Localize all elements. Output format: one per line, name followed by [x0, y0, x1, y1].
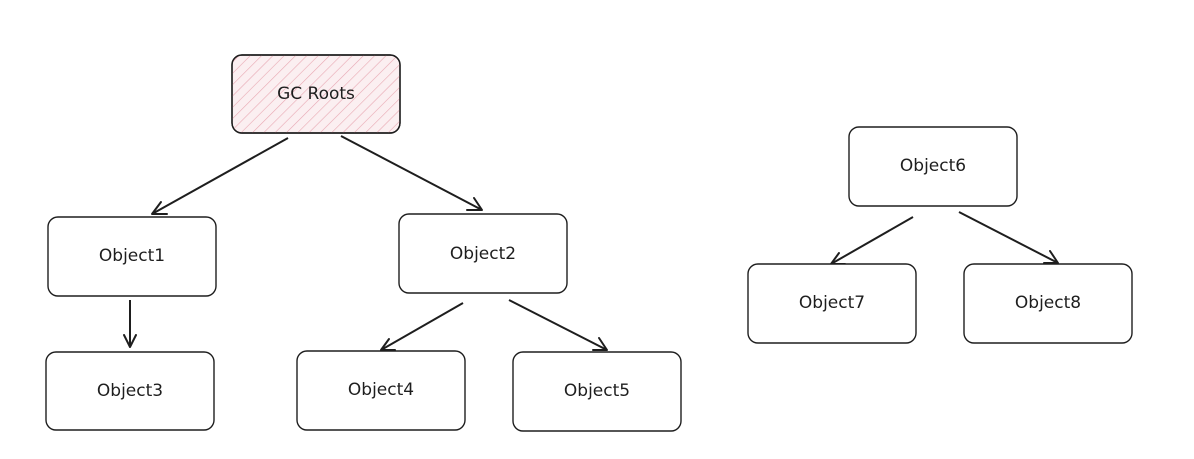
- node-object7: Object7: [747, 263, 917, 344]
- edge-gcroots-object2: [340, 135, 483, 211]
- object8-label: Object8: [1015, 293, 1081, 313]
- node-gc-roots: GC Roots: [231, 54, 401, 134]
- edge-object2-object5: [508, 299, 608, 351]
- object4-label: Object4: [348, 380, 414, 400]
- node-object2: Object2: [398, 213, 568, 294]
- edge-gcroots-object1: [151, 137, 289, 215]
- node-object8: Object8: [963, 263, 1133, 344]
- node-object4: Object4: [296, 350, 466, 431]
- edge-object6-object7: [830, 216, 914, 265]
- object3-label: Object3: [97, 381, 163, 401]
- node-object6: Object6: [848, 126, 1018, 207]
- gc-roots-label: GC Roots: [277, 84, 355, 104]
- node-object1: Object1: [47, 216, 217, 297]
- object6-label: Object6: [900, 156, 966, 176]
- node-object3: Object3: [45, 351, 215, 431]
- object2-label: Object2: [450, 244, 516, 264]
- edge-object2-object4: [380, 302, 464, 351]
- edge-object1-object3: [123, 300, 137, 348]
- object7-label: Object7: [799, 293, 865, 313]
- node-object5: Object5: [512, 351, 682, 432]
- object1-label: Object1: [99, 246, 165, 266]
- gc-roots-hatch: [232, 55, 400, 133]
- object5-label: Object5: [564, 381, 630, 401]
- edge-object6-object8: [958, 211, 1059, 264]
